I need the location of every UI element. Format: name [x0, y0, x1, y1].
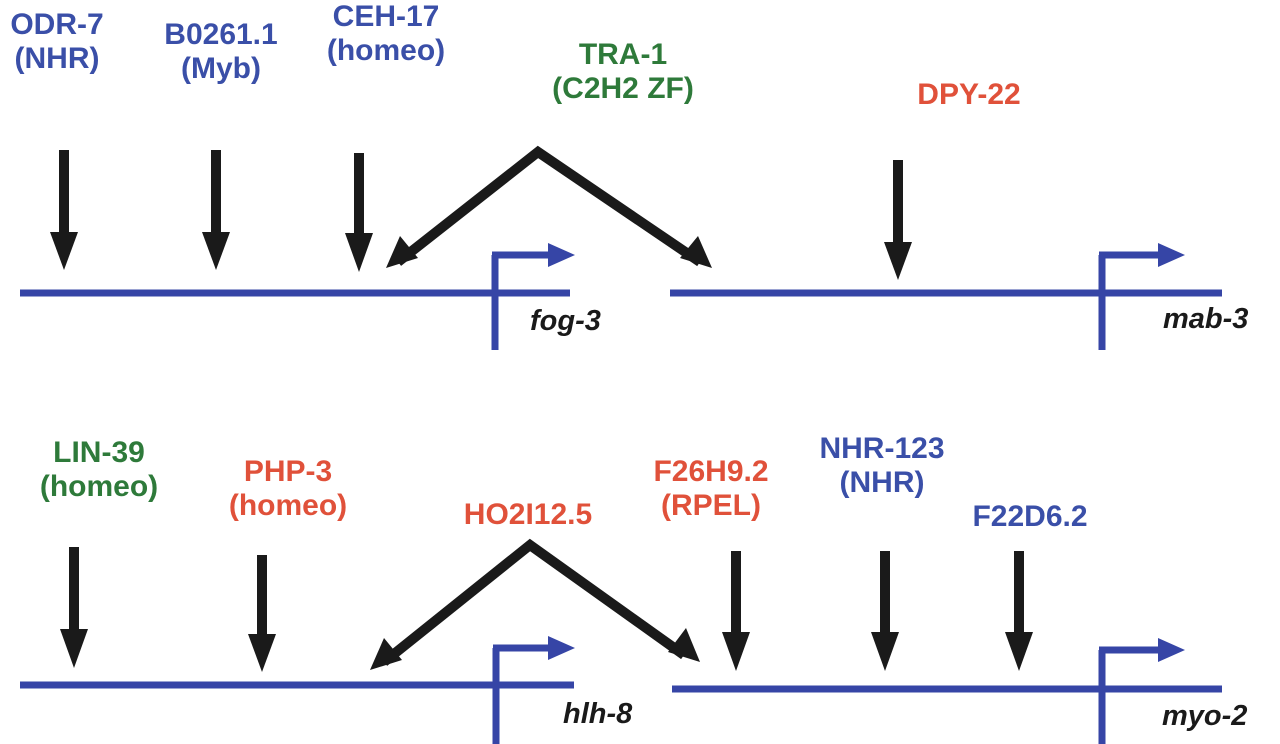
factor-name: LIN-39	[53, 436, 145, 469]
promoter-mab-3	[670, 160, 1222, 350]
factor-label-f22d6-2: F22D6.2	[972, 500, 1087, 534]
binding-arrow-dpy-22	[884, 160, 912, 280]
factor-label-odr-7: ODR-7 (NHR)	[10, 8, 103, 76]
factor-family: (NHR)	[839, 466, 925, 499]
gene-name-hlh-8: hlh-8	[563, 698, 633, 730]
factor-label-ho2i12-5: HO2I12.5	[464, 498, 592, 532]
factor-label-f26h9-2: F26H9.2 (RPEL)	[653, 455, 768, 523]
factor-family: (C2H2 ZF)	[552, 72, 694, 105]
factor-family: (RPEL)	[660, 489, 761, 522]
factor-name: HO2I12.5	[463, 498, 593, 531]
binding-arrow-f22d6-2	[1005, 551, 1033, 671]
binding-arrow-f26h9-2	[722, 551, 750, 671]
tss-arrow-icon	[492, 636, 575, 744]
factor-name: F26H9.2	[653, 455, 769, 488]
binding-arrow-tra-1	[386, 145, 712, 268]
factor-family: (homeo)	[326, 34, 446, 67]
factor-family: (NHR)	[14, 42, 100, 75]
factor-label-dpy-22: DPY-22	[917, 78, 1020, 112]
tss-arrow-icon	[1098, 638, 1185, 744]
factor-name: DPY-22	[917, 78, 1021, 111]
binding-arrow-php-3	[248, 555, 276, 672]
factor-name: PHP-3	[243, 455, 333, 488]
factor-name: TRA-1	[578, 38, 668, 71]
binding-arrow-odr-7	[50, 150, 78, 270]
factor-family: (homeo)	[228, 489, 348, 522]
factor-label-b0261-1: B0261.1 (Myb)	[164, 18, 277, 86]
binding-arrow-b0261-1	[202, 150, 230, 270]
gene-name-mab-3: mab-3	[1163, 303, 1249, 335]
promoter-hlh-8	[20, 547, 575, 744]
gene-name-fog-3: fog-3	[530, 305, 601, 337]
binding-arrow-lin-39	[60, 547, 88, 668]
gene-name-myo-2: myo-2	[1162, 700, 1248, 732]
factor-label-ceh-17: CEH-17 (homeo)	[327, 0, 445, 68]
factor-name: CEH-17	[332, 0, 440, 33]
tss-arrow-icon	[491, 243, 575, 350]
factor-family: (Myb)	[181, 52, 261, 85]
factor-label-php-3: PHP-3 (homeo)	[229, 455, 347, 523]
tss-arrow-icon	[1098, 243, 1185, 350]
promoter-fog-3	[20, 150, 575, 350]
factor-name: ODR-7	[10, 8, 104, 41]
binding-arrow-nhr-123	[871, 551, 899, 671]
factor-label-tra-1: TRA-1 (C2H2 ZF)	[552, 38, 694, 106]
factor-name: NHR-123	[819, 432, 945, 465]
factor-label-lin-39: LIN-39 (homeo)	[40, 436, 158, 504]
factor-family: (homeo)	[39, 470, 159, 503]
binding-arrow-ho2i12-5	[370, 538, 700, 670]
factor-name: F22D6.2	[972, 500, 1088, 533]
binding-arrow-ceh-17	[345, 153, 373, 272]
factor-label-nhr-123: NHR-123 (NHR)	[819, 432, 944, 500]
factor-name: B0261.1	[164, 18, 278, 51]
promoter-myo-2	[672, 551, 1222, 744]
